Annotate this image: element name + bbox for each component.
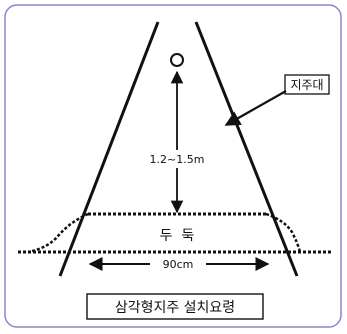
ridge-left-slope xyxy=(27,212,89,254)
support-label-box xyxy=(284,74,330,95)
diagram-title: 삼각형지주 설치요령 xyxy=(115,300,235,316)
title-box xyxy=(86,293,264,320)
height-label: 1.2~1.5m xyxy=(150,153,205,166)
ridge-label: 두 둑 xyxy=(160,228,195,244)
left-pole xyxy=(58,21,160,277)
tie-knot xyxy=(170,53,184,67)
height-label-bg xyxy=(150,150,204,168)
width-label: 90cm xyxy=(163,258,194,271)
right-pole xyxy=(194,21,299,277)
support-label: 지주대 xyxy=(290,78,323,92)
ridge-right-slope xyxy=(265,212,302,253)
support-pointer-arrow xyxy=(224,90,287,126)
